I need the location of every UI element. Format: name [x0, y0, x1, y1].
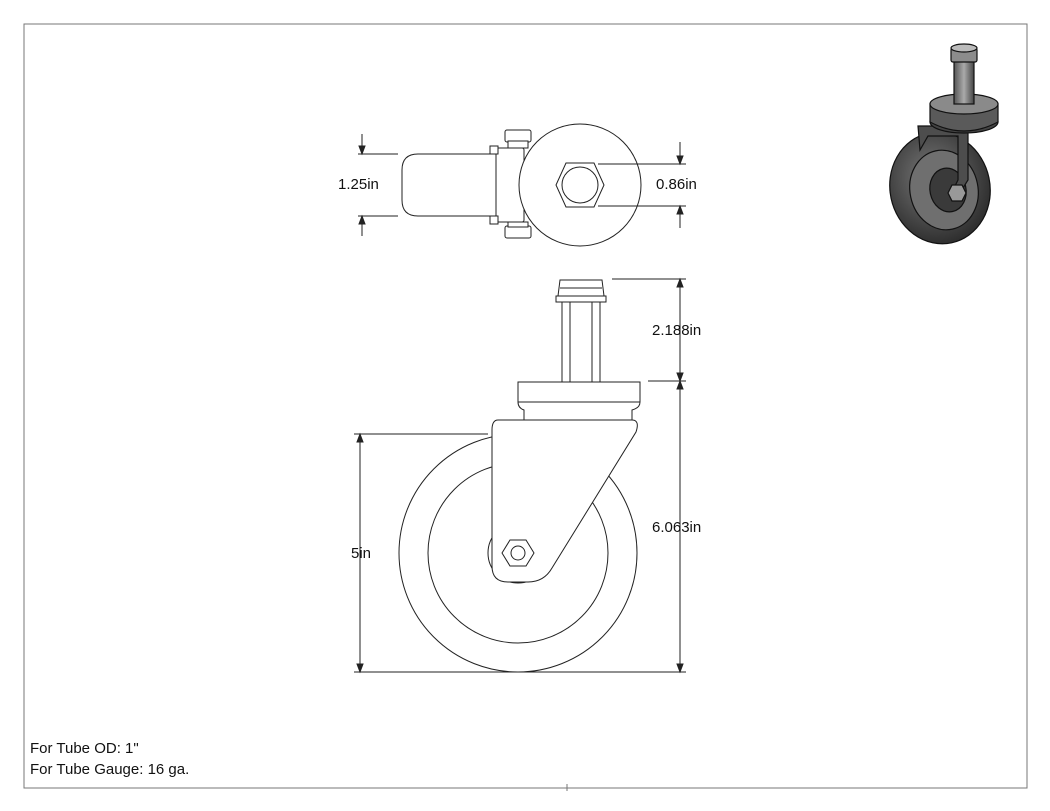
top-view-bolt-bottom — [504, 225, 532, 239]
note-tube-od: For Tube OD: 1" — [30, 740, 139, 757]
top-view-wheel — [401, 153, 499, 217]
dim-label-stem-diameter: 0.86in — [656, 176, 697, 193]
top-view — [401, 123, 642, 247]
dim-label-top-width: 1.25in — [338, 176, 379, 193]
side-view-stem — [561, 295, 601, 383]
side-view — [398, 279, 641, 673]
side-view-housing — [517, 381, 641, 421]
side-view-fork — [491, 419, 638, 583]
dim-label-stem-length: 2.188in — [652, 322, 702, 339]
note-tube-gauge: For Tube Gauge: 16 ga. — [30, 761, 190, 778]
dim-label-overall-height: 6.063in — [652, 519, 702, 536]
dim-top-width-lines — [358, 134, 398, 236]
dim-label-wheel-diameter: 5in — [351, 545, 372, 562]
isometric-caster-image — [889, 43, 999, 245]
dim-stem-diameter-lines — [598, 142, 686, 228]
top-view-bolt-top — [504, 129, 532, 143]
dim-side-lines — [354, 277, 686, 674]
sheet-border — [23, 23, 1028, 789]
